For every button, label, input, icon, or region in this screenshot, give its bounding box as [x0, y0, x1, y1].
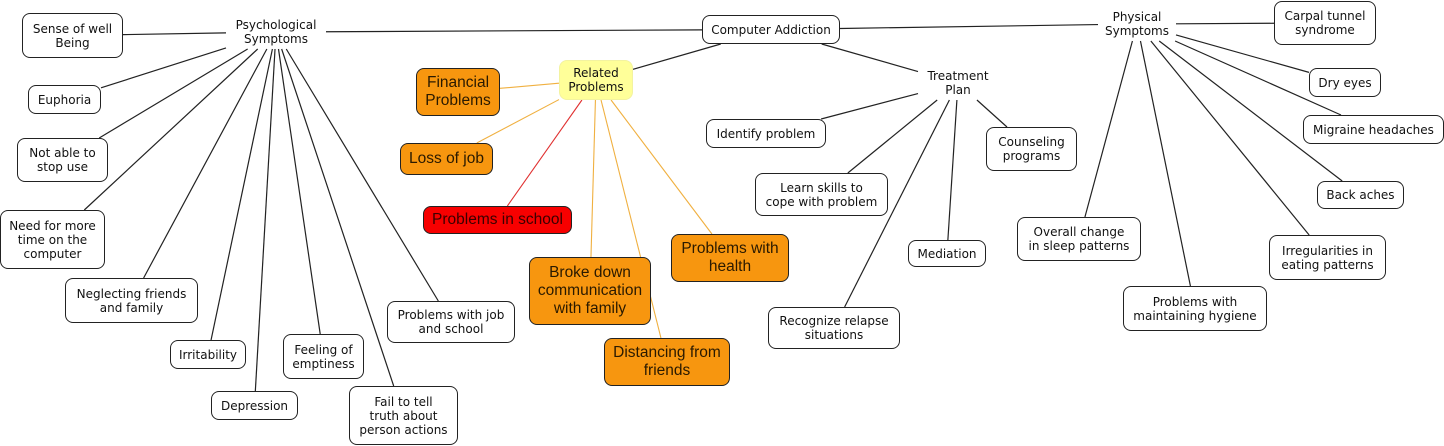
node-problems-in-school[interactable]: Problems in school: [423, 206, 572, 234]
link-physical-carpal: [1175, 22, 1275, 25]
link-treatment-counseling: [976, 99, 1008, 128]
node-loss-of-job[interactable]: Loss of job: [400, 143, 493, 175]
node-need-for-more-time[interactable]: Need for more time on the computer: [0, 210, 105, 269]
node-financial-problems[interactable]: Financial Problems: [416, 68, 500, 116]
node-dry-eyes[interactable]: Dry eyes: [1309, 68, 1381, 97]
node-mediation[interactable]: Mediation: [908, 240, 986, 267]
node-psychological-symptoms[interactable]: Psychological Symptoms: [235, 18, 317, 46]
link-psych-notstop: [98, 48, 248, 139]
link-treatment-identify: [820, 92, 919, 120]
link-root-related: [632, 43, 721, 70]
link-treatment-mediation: [947, 99, 958, 241]
link-psych-needmore: [83, 48, 259, 211]
node-feeling-of-emptiness[interactable]: Feeling of emptiness: [283, 334, 364, 379]
node-problems-with-health[interactable]: Problems with health: [671, 234, 789, 282]
node-migraine-headaches[interactable]: Migraine headaches: [1303, 115, 1444, 144]
link-related-health: [610, 99, 713, 235]
link-root-physical: [839, 23, 1099, 30]
node-broke-down-communication[interactable]: Broke down communication with family: [529, 257, 651, 325]
node-sleep-patterns[interactable]: Overall change in sleep patterns: [1017, 217, 1141, 261]
link-root-treatment: [821, 43, 919, 73]
link-treatment-learn: [847, 99, 938, 174]
link-psych-euphoria: [100, 47, 227, 89]
node-computer-addiction[interactable]: Computer Addiction: [702, 15, 840, 44]
link-physical-eating: [1150, 40, 1310, 236]
link-psych-depression: [254, 48, 276, 392]
node-back-aches[interactable]: Back aches: [1317, 181, 1404, 209]
link-psych-failtell: [281, 48, 395, 387]
link-psych-wellbeing: [122, 32, 227, 36]
node-euphoria[interactable]: Euphoria: [28, 85, 101, 114]
node-related-problems[interactable]: Related Problems: [559, 60, 633, 100]
link-related-brokedown: [590, 99, 596, 258]
node-fail-to-tell-truth[interactable]: Fail to tell truth about person actions: [349, 386, 458, 445]
node-learn-skills[interactable]: Learn skills to cope with problem: [755, 173, 888, 216]
link-related-financial: [499, 82, 560, 89]
link-treatment-recognize: [844, 99, 950, 308]
link-physical-dryeyes: [1175, 34, 1310, 73]
link-psych-neglect: [143, 48, 268, 279]
link-related-school: [506, 99, 583, 207]
node-depression[interactable]: Depression: [211, 391, 298, 420]
node-distancing-from-friends[interactable]: Distancing from friends: [604, 338, 730, 386]
link-physical-migraine: [1174, 40, 1342, 116]
node-counseling-programs[interactable]: Counseling programs: [986, 127, 1077, 171]
node-physical-symptoms[interactable]: Physical Symptoms: [1104, 10, 1169, 38]
link-psych-emptiness: [277, 48, 321, 335]
link-related-lossjob: [476, 99, 560, 144]
node-identify-problem[interactable]: Identify problem: [706, 119, 826, 148]
link-physical-hygiene: [1139, 40, 1192, 287]
node-recognize-relapse[interactable]: Recognize relapse situations: [768, 307, 900, 349]
link-physical-sleep: [1084, 40, 1133, 218]
node-sense-of-well-being[interactable]: Sense of well Being: [22, 13, 123, 58]
node-not-able-to-stop-use[interactable]: Not able to stop use: [17, 138, 108, 182]
node-neglecting-friends-and-family[interactable]: Neglecting friends and family: [65, 278, 198, 323]
node-irritability[interactable]: Irritability: [170, 340, 246, 369]
node-problems-with-job-and-school[interactable]: Problems with job and school: [387, 301, 515, 343]
link-root-psych: [325, 29, 703, 33]
node-maintaining-hygiene[interactable]: Problems with maintaining hygiene: [1123, 286, 1267, 331]
link-physical-backaches: [1158, 40, 1343, 182]
node-eating-patterns[interactable]: Irregularities in eating patterns: [1269, 235, 1386, 280]
node-carpal-tunnel-syndrome[interactable]: Carpal tunnel syndrome: [1274, 1, 1376, 45]
node-treatment-plan[interactable]: Treatment Plan: [927, 69, 989, 97]
link-psych-jobschool: [285, 48, 439, 302]
link-psych-irritability: [210, 48, 274, 341]
